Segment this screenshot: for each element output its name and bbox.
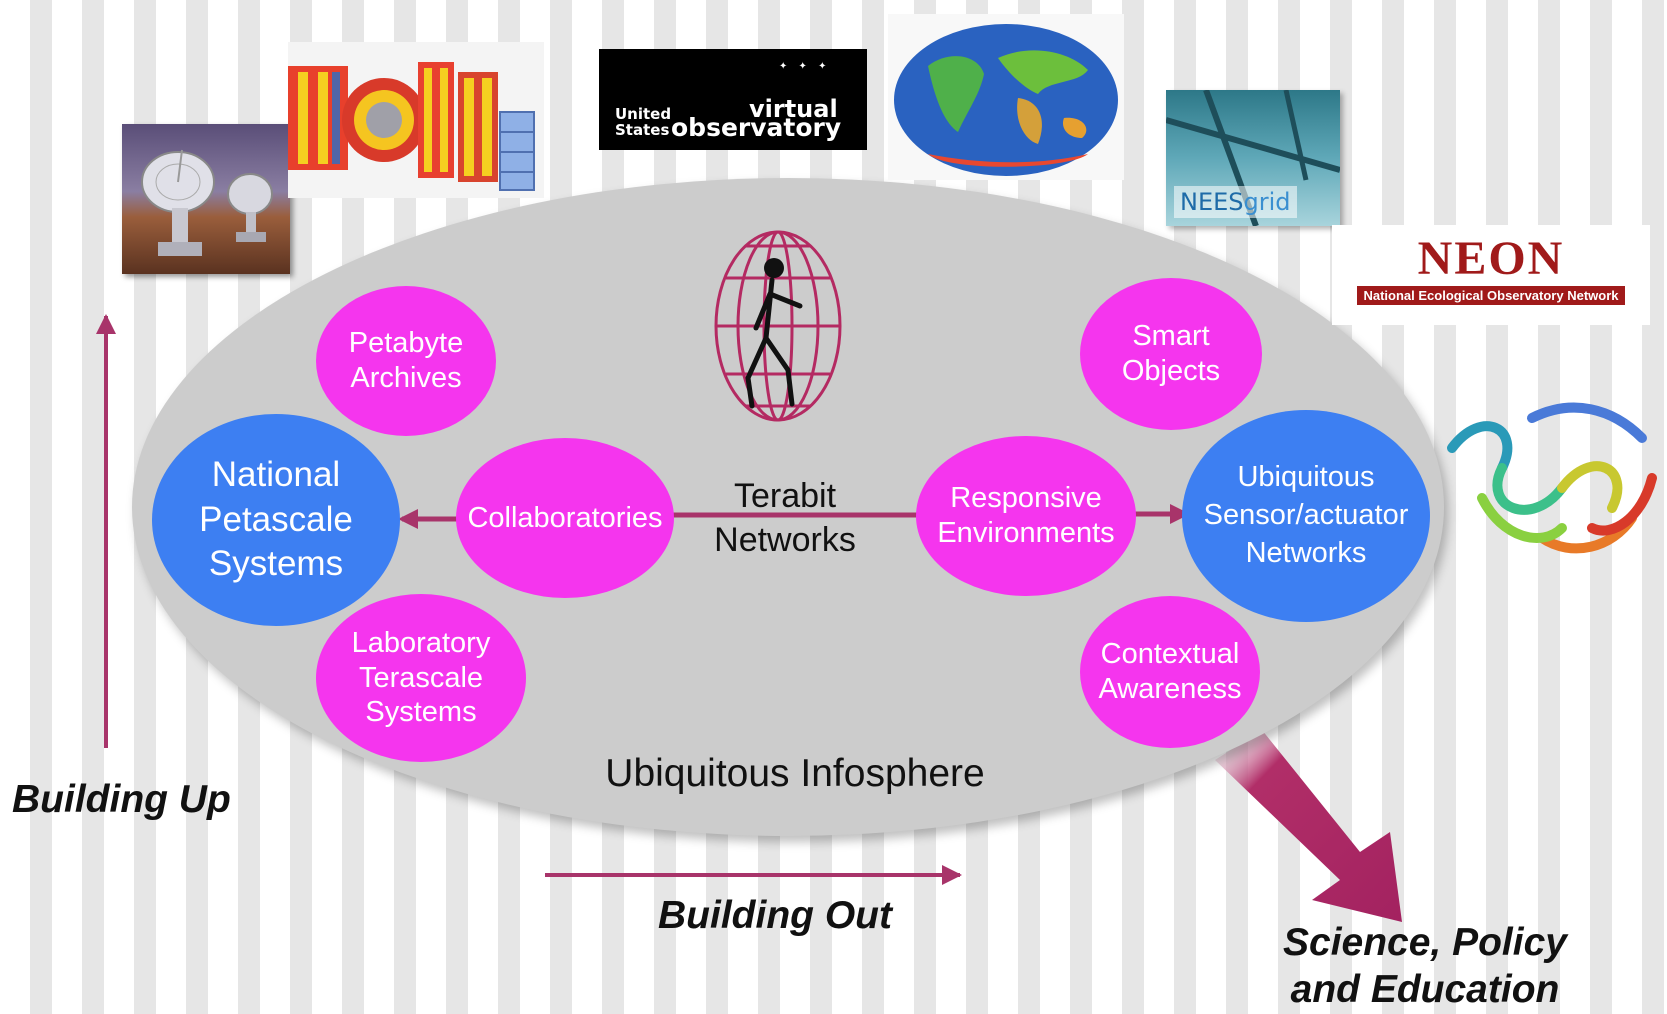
grid-text: grid bbox=[1243, 188, 1291, 216]
node-collaboratories: Collaboratories bbox=[456, 438, 674, 598]
usvo-states: States bbox=[615, 121, 670, 139]
protein-ribbon-icon bbox=[1447, 402, 1657, 554]
neon-title: NEON bbox=[1417, 232, 1565, 285]
usvo-united: United bbox=[615, 105, 672, 123]
building-up-label: Building Up bbox=[12, 778, 231, 821]
infosphere-label: Ubiquitous Infosphere bbox=[605, 752, 985, 795]
usvo-observatory: observatory bbox=[671, 113, 842, 142]
radio-telescope-image bbox=[122, 124, 290, 274]
walking-globe-icon bbox=[714, 230, 842, 422]
outcome-label: Science, Policy and Education bbox=[1283, 921, 1567, 1011]
particle-detector-image bbox=[288, 42, 544, 198]
radio-dish-icon bbox=[141, 149, 273, 256]
usvo-logo: ✦ ✦ ✦ United States virtual observatory bbox=[599, 49, 867, 150]
detector-icon bbox=[288, 62, 535, 191]
nees-text: NEES bbox=[1180, 188, 1244, 216]
neon-subtitle: National Ecological Observatory Network bbox=[1357, 286, 1625, 305]
usvo-stars: ✦ ✦ ✦ bbox=[779, 61, 831, 72]
neon-logo: NEON National Ecological Observatory Net… bbox=[1332, 225, 1650, 325]
building-out-label: Building Out bbox=[658, 894, 892, 937]
terabit-networks-label: Terabit Networks bbox=[714, 477, 856, 560]
globe-map-icon bbox=[894, 24, 1118, 176]
neesgrid-logo: NEESgrid bbox=[1166, 90, 1340, 226]
world-map-image bbox=[888, 14, 1124, 180]
usvo-virtual: virtual bbox=[749, 95, 838, 123]
outcome-arrow bbox=[1215, 730, 1402, 922]
